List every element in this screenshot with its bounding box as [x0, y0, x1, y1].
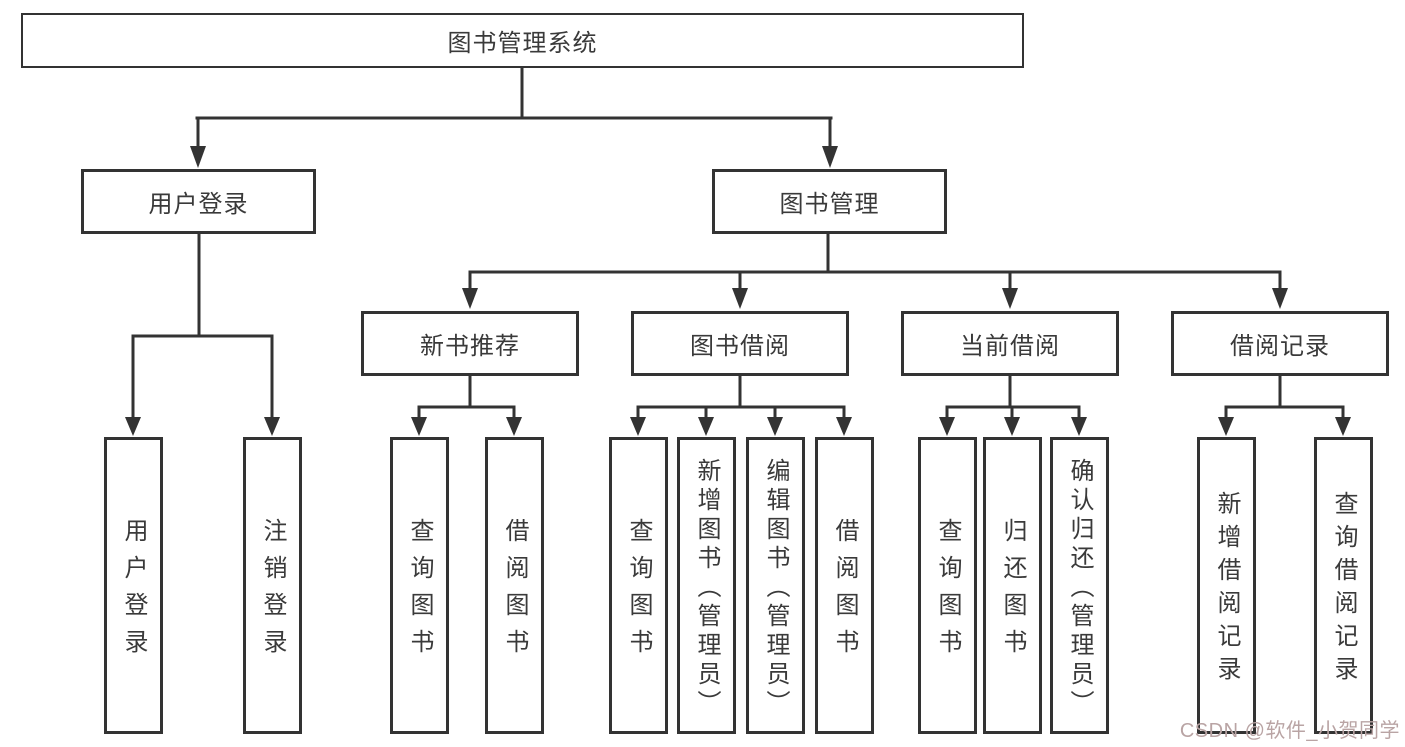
node-book-management: 图书管理 — [712, 169, 947, 234]
node-book-borrowing: 图书借阅 — [631, 311, 849, 376]
node-user-login: 用户登录 — [81, 169, 316, 234]
node-library-system: 图书管理系统 — [21, 13, 1024, 68]
leaf-borrow-books-borrowing: 借阅图书 — [815, 437, 874, 734]
leaf-search-books-current-label: 查询图书 — [934, 518, 961, 666]
node-new-book-recommendation-label: 新书推荐 — [420, 333, 520, 360]
leaf-borrow-books-recommend: 借阅图书 — [485, 437, 544, 734]
leaf-logout: 注销登录 — [243, 437, 302, 734]
leaf-add-book-admin: 新增图书（管理员） — [677, 437, 736, 734]
arrowheads — [125, 146, 1351, 436]
leaf-logout-label: 注销登录 — [259, 518, 286, 666]
node-library-system-label: 图书管理系统 — [447, 30, 598, 57]
leaf-edit-book-admin: 编辑图书（管理员） — [746, 437, 805, 734]
node-borrowing-records-label: 借阅记录 — [1230, 333, 1330, 360]
leaf-user-login: 用户登录 — [104, 437, 163, 734]
node-new-book-recommendation: 新书推荐 — [361, 311, 579, 376]
leaf-confirm-return-admin-label: 确认归还（管理员） — [1066, 457, 1093, 719]
leaf-borrow-books-recommend-label: 借阅图书 — [501, 518, 528, 666]
leaf-search-books-recommend-label: 查询图书 — [406, 518, 433, 666]
node-book-management-label: 图书管理 — [779, 191, 880, 218]
leaf-add-borrow-record: 新增借阅记录 — [1197, 437, 1256, 734]
node-user-login-label: 用户登录 — [148, 191, 249, 218]
node-borrowing-records: 借阅记录 — [1171, 311, 1389, 376]
leaf-search-books-recommend: 查询图书 — [390, 437, 449, 734]
leaf-add-borrow-record-label: 新增借阅记录 — [1213, 491, 1240, 689]
leaf-search-borrow-record-label: 查询借阅记录 — [1330, 491, 1357, 689]
csdn-watermark: CSDN @软件_小贺同学 — [1179, 720, 1400, 742]
leaf-user-login-label: 用户登录 — [120, 518, 147, 666]
leaf-add-book-admin-label: 新增图书（管理员） — [693, 457, 720, 719]
leaf-search-books-borrowing: 查询图书 — [609, 437, 668, 734]
leaf-search-books-borrowing-label: 查询图书 — [625, 518, 652, 666]
leaf-edit-book-admin-label: 编辑图书（管理员） — [762, 457, 789, 719]
leaf-borrow-books-borrowing-label: 借阅图书 — [831, 518, 858, 666]
node-current-borrowing: 当前借阅 — [901, 311, 1119, 376]
leaf-search-books-current: 查询图书 — [918, 437, 977, 734]
leaf-search-borrow-record: 查询借阅记录 — [1314, 437, 1373, 734]
leaf-return-book-label: 归还图书 — [999, 518, 1026, 666]
node-book-borrowing-label: 图书借阅 — [690, 333, 790, 360]
leaf-return-book: 归还图书 — [983, 437, 1042, 734]
leaf-confirm-return-admin: 确认归还（管理员） — [1050, 437, 1109, 734]
node-current-borrowing-label: 当前借阅 — [960, 333, 1060, 360]
